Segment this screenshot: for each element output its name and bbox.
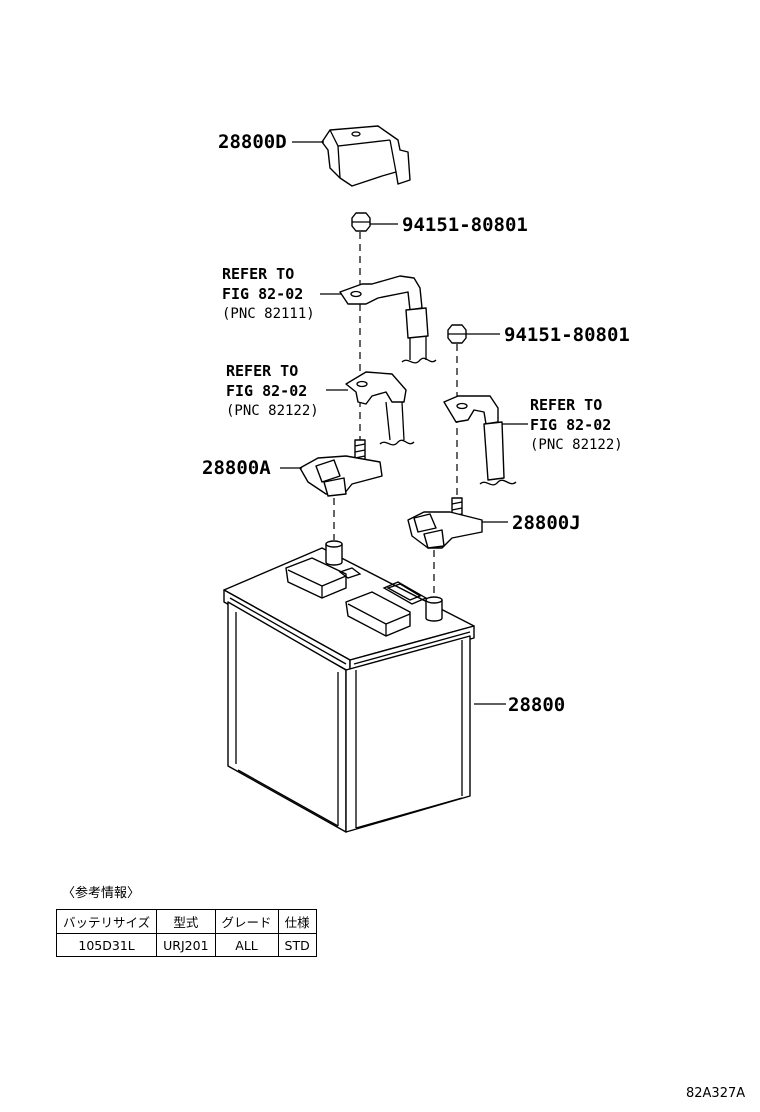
cell-model: URJ201 — [156, 933, 216, 957]
nut-lower-drawing — [447, 324, 467, 344]
header-grade: グレード — [214, 909, 279, 934]
table-header-row: バッテリサイズ 型式 グレード 仕様 — [55, 909, 317, 934]
nut-upper-drawing — [351, 212, 371, 232]
ref1-line1: REFER TO — [222, 265, 294, 283]
cell-battery-size: 105D31L — [55, 933, 158, 957]
part-label-clamp-positive: 28800J — [512, 512, 581, 534]
cable-82122-right-drawing — [443, 395, 517, 486]
header-spec: 仕様 — [277, 909, 317, 934]
cell-grade: ALL — [214, 933, 279, 957]
cable-82122-left-drawing — [345, 371, 415, 446]
part-label-battery: 28800 — [508, 694, 565, 716]
terminal-cover-drawing — [321, 125, 411, 187]
part-label-cover: 28800D — [218, 131, 287, 153]
cable-82111-drawing — [339, 275, 437, 364]
clamp-positive-drawing — [407, 497, 483, 549]
battery-drawing — [223, 540, 475, 833]
cell-spec: STD — [277, 933, 317, 957]
reference-info-title: 〈参考情報〉 — [62, 886, 141, 901]
part-label-nut-lower: 94151-80801 — [504, 324, 630, 346]
reference-info-table: バッテリサイズ 型式 グレード 仕様 105D31L URJ201 ALL ST… — [55, 909, 317, 957]
ref3-line3: (PNC 82122) — [530, 437, 623, 453]
ref3-line2: FIG 82-02 — [530, 416, 611, 434]
ref2-line1: REFER TO — [226, 362, 298, 380]
header-model: 型式 — [156, 909, 216, 934]
ref1-line2: FIG 82-02 — [222, 285, 303, 303]
ref2-line3: (PNC 82122) — [226, 403, 319, 419]
ref1-line3: (PNC 82111) — [222, 306, 315, 322]
table-row: 105D31L URJ201 ALL STD — [55, 933, 317, 957]
part-label-clamp-negative: 28800A — [202, 457, 271, 479]
diagram-code: 82A327A — [686, 1086, 746, 1101]
clamp-negative-drawing — [299, 439, 383, 497]
ref3-line1: REFER TO — [530, 396, 602, 414]
header-battery-size: バッテリサイズ — [55, 909, 158, 934]
ref2-line2: FIG 82-02 — [226, 382, 307, 400]
part-label-nut-upper: 94151-80801 — [402, 214, 528, 236]
